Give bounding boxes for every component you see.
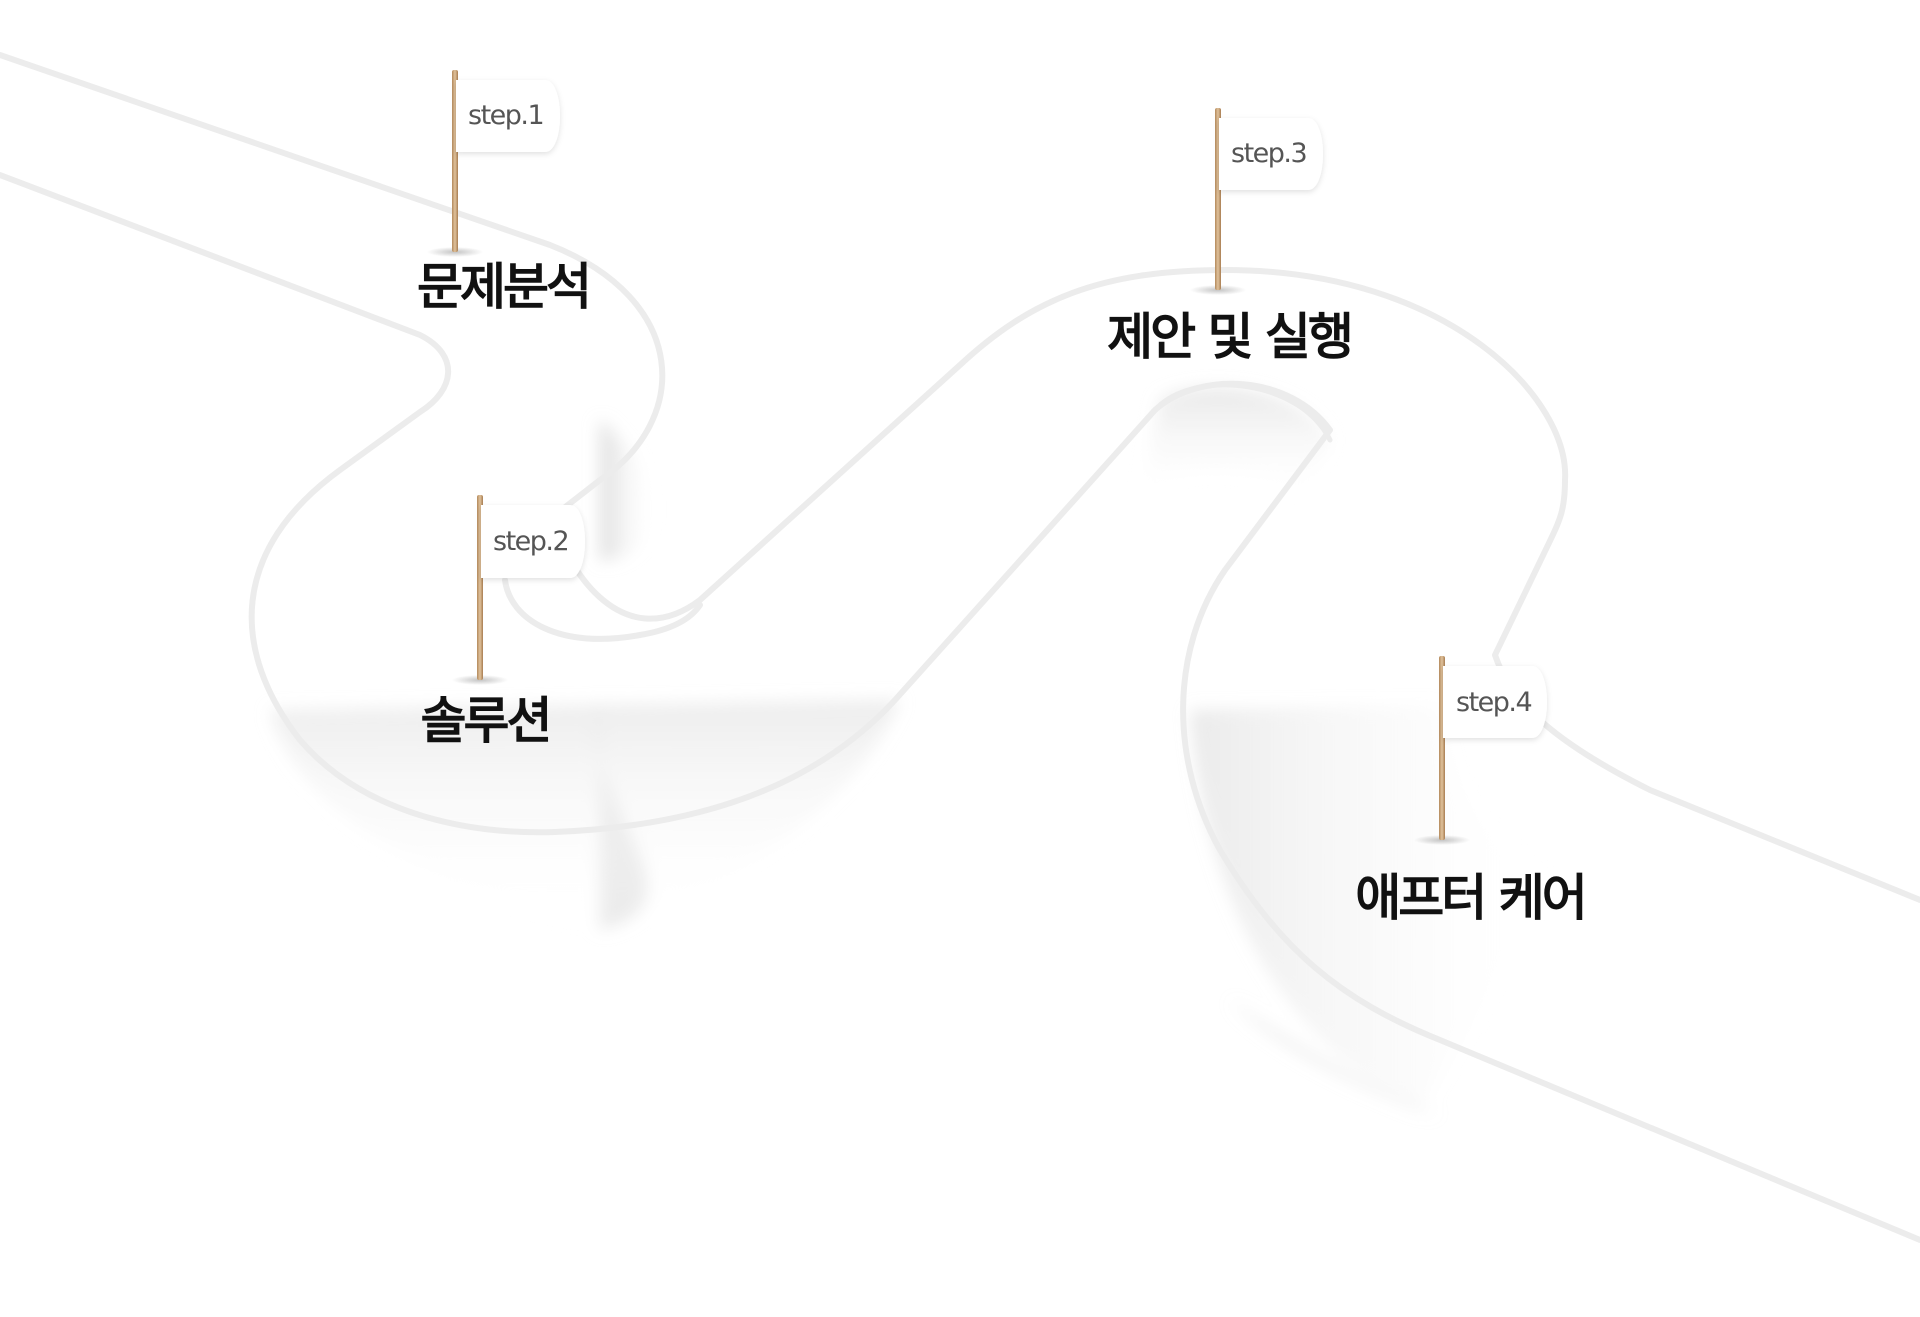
step-label-1: 문제분석	[417, 258, 592, 316]
step-flag-4: step.4	[1414, 656, 1547, 845]
step-flag-3: step.3	[1190, 108, 1323, 295]
step-flag-2: step.2	[452, 495, 585, 685]
step-label-3: 제안 및 실행	[1107, 308, 1354, 366]
flag-text-4: step.4	[1456, 687, 1531, 718]
flag-text-2: step.2	[493, 526, 568, 557]
flag-text-1: step.1	[468, 100, 543, 131]
step-label-4: 애프터 케어	[1355, 869, 1587, 927]
step-flag-1: step.1	[427, 70, 560, 257]
step-label-2: 솔루션	[420, 692, 553, 750]
flag-text-3: step.3	[1231, 138, 1306, 169]
road-path	[0, 52, 1920, 1243]
road-shading	[270, 388, 1560, 1115]
